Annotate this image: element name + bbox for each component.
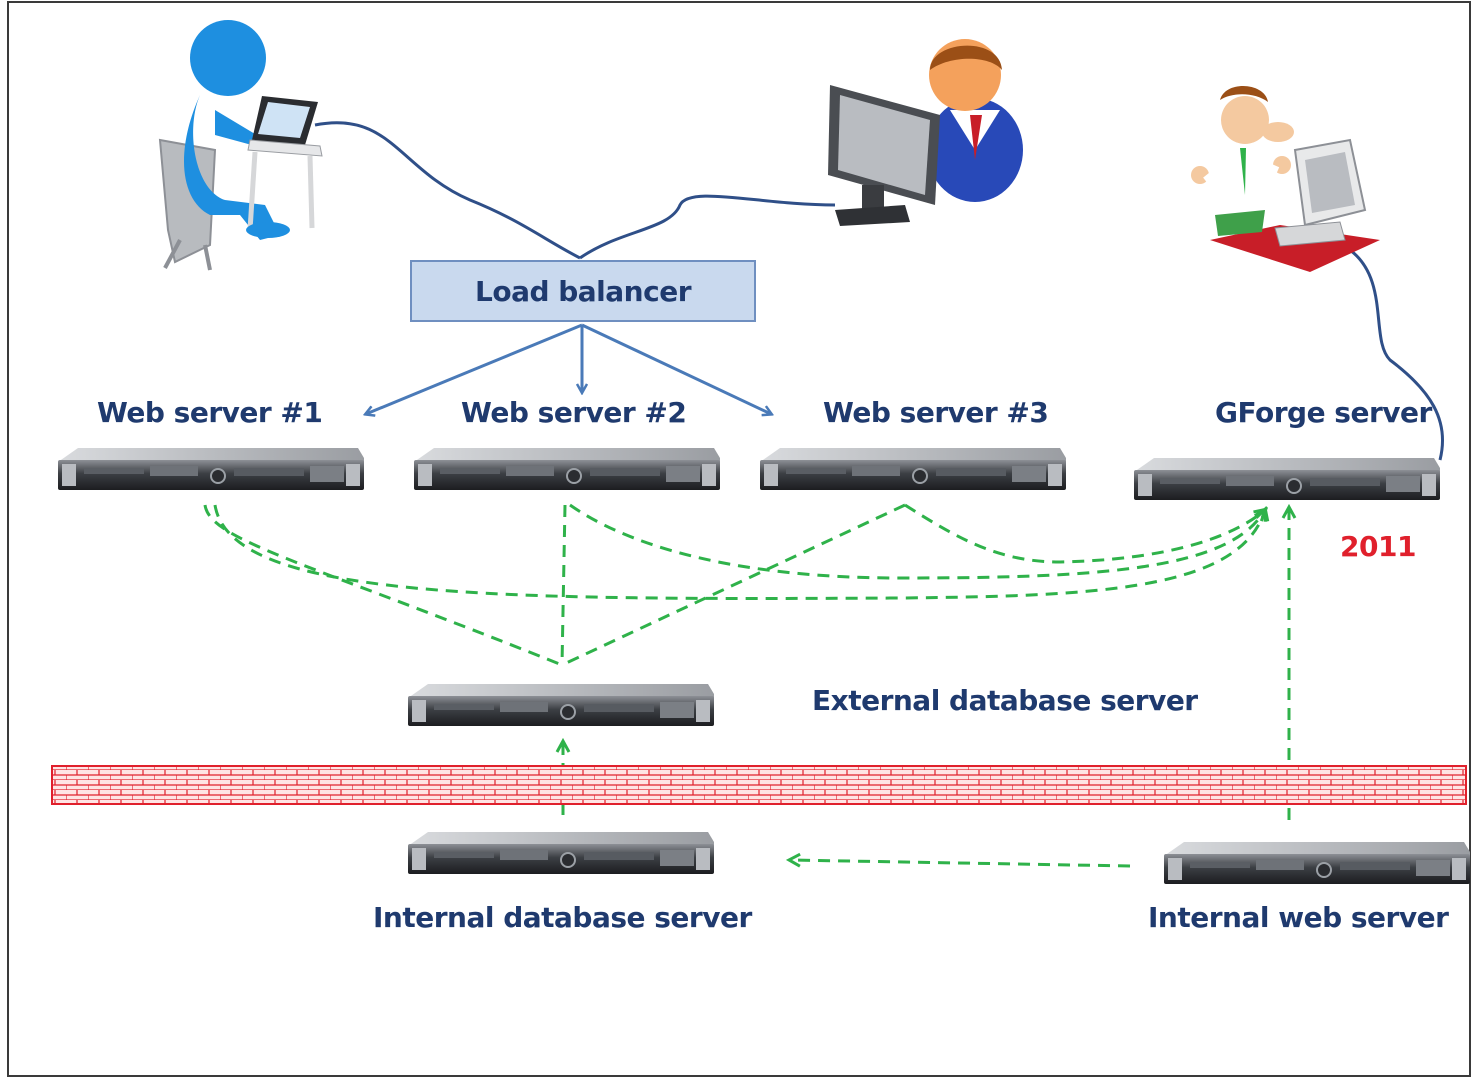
load-balancer-box: Load balancer bbox=[410, 260, 756, 322]
web-server-1-label: Web server #1 bbox=[97, 396, 323, 429]
internal-web-label: Internal web server bbox=[1148, 901, 1449, 934]
external-db-label: External database server bbox=[812, 684, 1198, 717]
web-server-3-icon bbox=[759, 447, 1067, 491]
web-server-3-label: Web server #3 bbox=[823, 396, 1049, 429]
gforge-server-icon bbox=[1133, 457, 1441, 501]
load-balancer-label: Load balancer bbox=[474, 274, 692, 308]
arrow-to-web-1 bbox=[366, 323, 583, 414]
internal-db-label: Internal database server bbox=[373, 901, 752, 934]
year-label: 2011 bbox=[1340, 530, 1416, 563]
frustrated-user-icon bbox=[1191, 85, 1380, 272]
dash-web1-to-gforge bbox=[213, 504, 1265, 600]
frame-border bbox=[7, 1, 1471, 1077]
dash-web1-to-extdb bbox=[203, 504, 563, 667]
user-monitor-icon bbox=[828, 39, 1023, 226]
gforge-server-label: GForge server bbox=[1215, 396, 1432, 429]
external-db-server-icon bbox=[407, 683, 715, 727]
web-server-2-icon bbox=[413, 447, 721, 491]
dash-web2-to-extdb bbox=[560, 504, 567, 666]
cable-user-1 bbox=[314, 121, 581, 260]
dash-web3-to-gforge bbox=[904, 503, 1265, 564]
internal-db-server-icon bbox=[407, 831, 715, 875]
internal-web-server-icon bbox=[1163, 841, 1471, 885]
firewall bbox=[51, 765, 1467, 805]
arrow-to-web-3 bbox=[581, 323, 771, 414]
user-laptop-icon bbox=[158, 20, 323, 271]
dash-web2-to-gforge bbox=[569, 503, 1265, 580]
dash-intweb-to-intdb bbox=[790, 860, 1131, 868]
web-server-1-icon bbox=[57, 447, 365, 491]
web-server-2-label: Web server #2 bbox=[461, 396, 687, 429]
cable-gforge bbox=[1349, 248, 1445, 461]
cable-user-2 bbox=[579, 194, 836, 260]
dash-web3-to-extdb bbox=[561, 503, 906, 667]
